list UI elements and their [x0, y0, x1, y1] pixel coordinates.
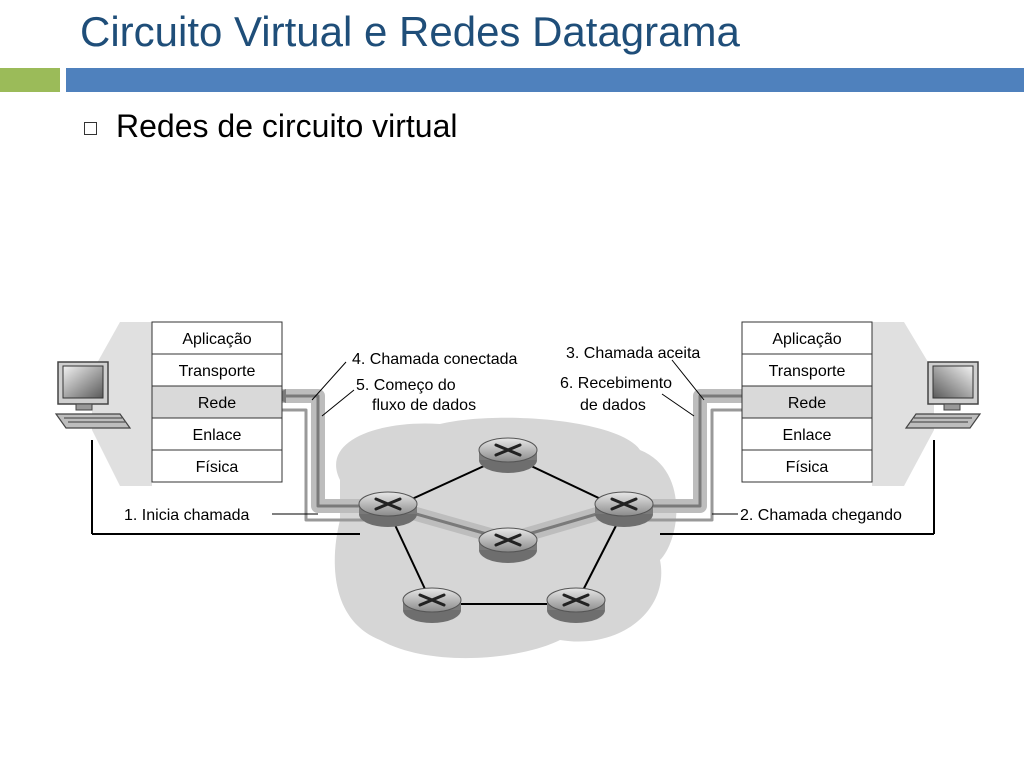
router-icon [477, 526, 539, 565]
right-layer-transport: Transporte [769, 363, 846, 380]
left-layer-transport: Transporte [179, 363, 256, 380]
router-icon [357, 490, 419, 529]
router-icon [593, 490, 655, 529]
right-layer-network: Rede [788, 395, 826, 412]
left-layer-physical: Física [196, 459, 239, 476]
annotation-leaders [272, 359, 738, 515]
label-step3: 3. Chamada aceita [566, 345, 700, 362]
right-layer-application: Aplicação [772, 331, 841, 348]
label-step6-line1: 6. Recebimento [560, 375, 672, 392]
label-step5-line2: fluxo de dados [372, 397, 476, 414]
left-layer-link: Enlace [193, 427, 242, 444]
right-protocol-stack: Aplicação Transporte Rede Enlace Física [741, 321, 873, 483]
label-step4: 4. Chamada conectada [352, 351, 518, 368]
left-layer-network: Rede [198, 395, 236, 412]
bullet-square-icon [84, 122, 97, 135]
label-step6-line2: de dados [580, 397, 646, 414]
router-icon [401, 586, 463, 625]
router-icon [545, 586, 607, 625]
bullet-text: Redes de circuito virtual [116, 108, 458, 144]
right-stack-flap [872, 322, 934, 486]
label-step1: 1. Inicia chamada [124, 507, 250, 524]
right-layer-link: Enlace [783, 427, 832, 444]
label-step5-line1: 5. Começo do [356, 377, 456, 394]
label-step2: 2. Chamada chegando [740, 507, 902, 524]
left-protocol-stack: Aplicação Transporte Rede Enlace Física [151, 321, 283, 483]
slide-title: Circuito Virtual e Redes Datagrama [80, 8, 740, 55]
left-layer-application: Aplicação [182, 331, 251, 348]
right-layer-physical: Física [786, 459, 829, 476]
accent-bar-green [0, 68, 60, 92]
accent-bar-blue [66, 68, 1024, 92]
router-icon [477, 436, 539, 475]
